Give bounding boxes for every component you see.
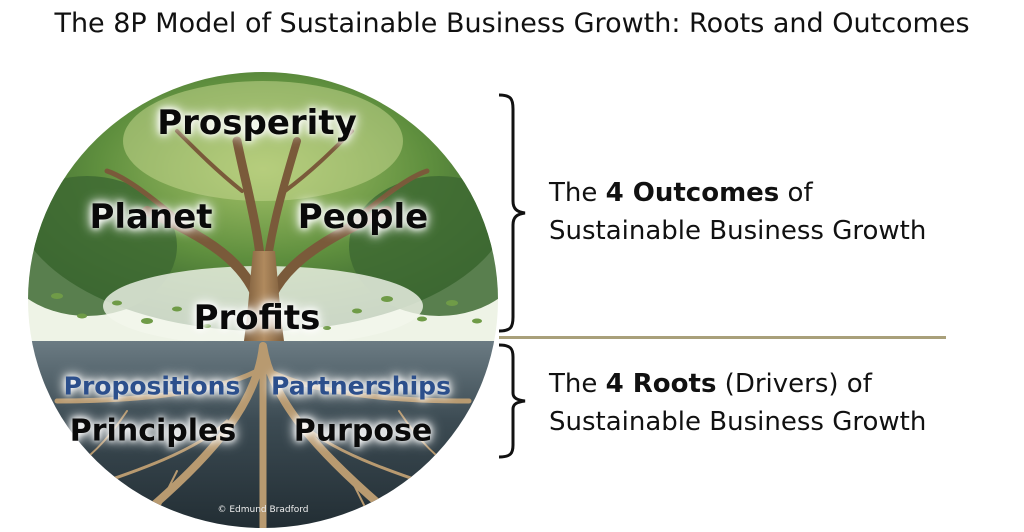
root-purpose: Purpose [294,414,432,449]
root-partnerships: Partnerships [271,372,451,401]
outcomes-description-line1: The 4 Outcomes of [549,174,926,212]
outcome-profits: Profits [194,298,321,338]
roots-brace [497,343,529,459]
roots-description: The 4 Roots (Drivers) of Sustainable Bus… [549,365,926,441]
roots-description-line1: The 4 Roots (Drivers) of [549,365,926,403]
outcome-planet: Planet [89,197,212,237]
root-propositions: Propositions [64,372,241,401]
section-divider [499,336,946,339]
tree-illustration: Prosperity Planet People Profits Proposi… [27,71,499,529]
copyright-mark: © Edmund Bradford [217,505,308,515]
outcomes-description: The 4 Outcomes of Sustainable Business G… [549,174,926,250]
root-principles: Principles [70,414,236,449]
roots-description-line2: Sustainable Business Growth [549,403,926,441]
page-title: The 8P Model of Sustainable Business Gro… [0,8,1024,39]
outcome-prosperity: Prosperity [157,103,357,143]
outcomes-brace [497,93,529,333]
outcome-people: People [298,197,428,237]
outcomes-description-line2: Sustainable Business Growth [549,212,926,250]
